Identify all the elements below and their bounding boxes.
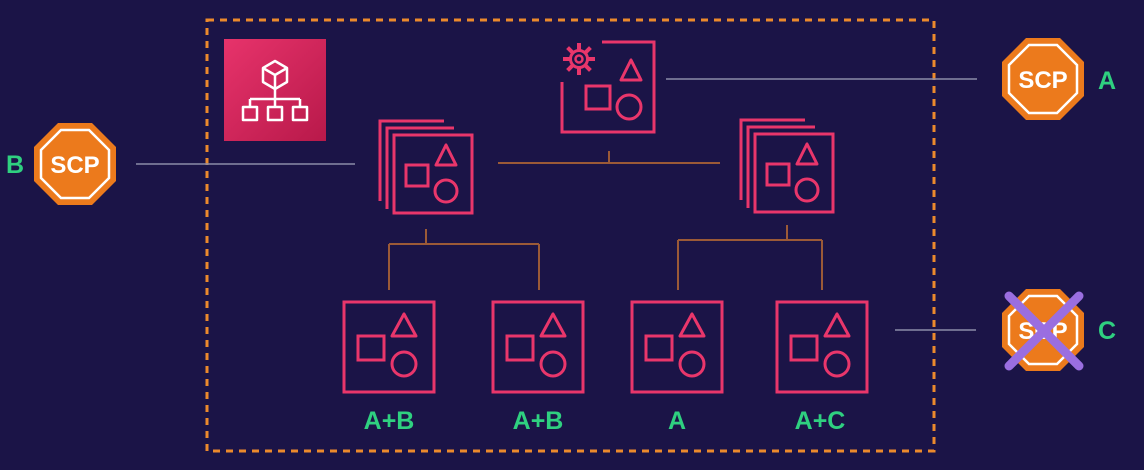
account-label: A+C	[795, 407, 846, 435]
policy-attachment-lines	[136, 78, 977, 331]
aws-organizations-icon	[224, 39, 326, 141]
organizational-unit-icon	[378, 119, 474, 215]
cross-icon	[1004, 291, 1084, 371]
account-shapes-icon	[342, 300, 436, 394]
account-label: A+B	[364, 407, 415, 435]
scp-badge-text: SCP	[1018, 67, 1067, 94]
scp-letter: B	[6, 151, 24, 179]
account-shapes-icon	[775, 300, 869, 394]
organizational-unit-icon	[739, 118, 835, 214]
scp-badge-text: SCP	[50, 152, 99, 179]
organization-boundary	[205, 18, 936, 453]
scp-ou-policy: SCP B	[6, 121, 118, 207]
account-label: A	[668, 407, 686, 435]
scp-account-policy-disabled: SCP C	[1000, 287, 1116, 373]
scp-letter: A	[1098, 67, 1116, 95]
scp-root-policy: SCP A	[1000, 36, 1116, 122]
account-shapes-icon	[630, 300, 724, 394]
management-account-gear-icon	[560, 40, 656, 134]
account-shapes-icon	[491, 300, 585, 394]
hierarchy-connectors	[388, 151, 823, 290]
scp-letter: C	[1098, 317, 1116, 345]
account-label: A+B	[513, 407, 564, 435]
